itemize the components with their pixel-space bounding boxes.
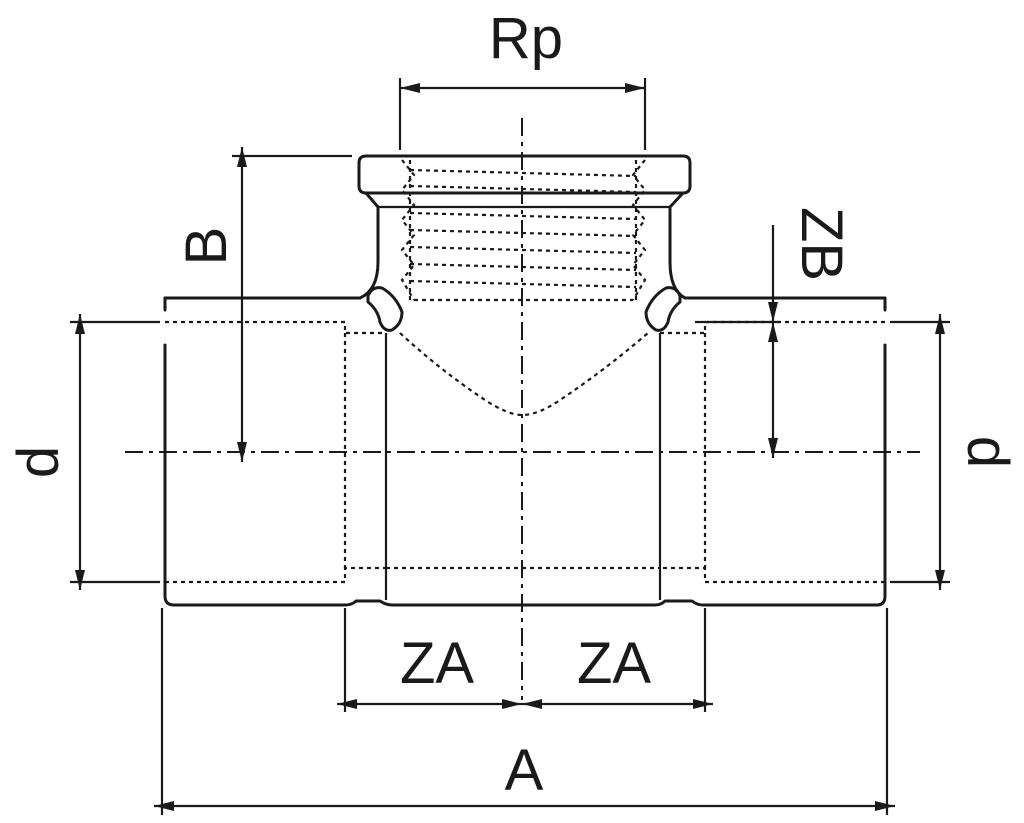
label-a: A <box>505 738 544 803</box>
branch-intersection-curve <box>399 332 649 417</box>
thread-3 <box>409 211 637 221</box>
thread-4 <box>409 228 637 238</box>
right-socket-hidden <box>660 320 885 335</box>
branch-wall-right <box>668 205 687 300</box>
branch-wall-left <box>358 205 380 300</box>
fillet-right <box>644 286 682 332</box>
thread-1 <box>409 168 637 178</box>
branch-collar <box>357 154 692 195</box>
thread-left-crest <box>400 159 416 301</box>
label-d-right: d <box>955 436 1020 468</box>
hidden-lines <box>165 159 885 584</box>
branch-body <box>357 154 692 332</box>
collar-chamfer-left <box>364 191 380 209</box>
label-rp: Rp <box>489 6 563 71</box>
thread-6 <box>409 262 637 272</box>
thread-right-crest <box>631 159 647 301</box>
label-za-right: ZA <box>577 631 651 696</box>
run-body <box>163 296 887 607</box>
thread-7 <box>409 279 637 289</box>
dimensions <box>70 78 950 815</box>
label-d-left: d <box>6 446 71 478</box>
label-b: B <box>174 227 239 266</box>
label-zb: ZB <box>789 207 854 281</box>
thread-5 <box>409 245 637 255</box>
thread-2 <box>409 184 637 194</box>
fillet-left <box>366 286 404 332</box>
collar-chamfer-right <box>668 191 685 209</box>
label-za-left: ZA <box>400 631 474 696</box>
center-lines <box>125 118 920 700</box>
left-socket-hidden <box>165 320 386 335</box>
dimension-labels: Rp B ZB d d ZA ZA A <box>6 6 1020 803</box>
right-socket-hidden-bottom <box>660 566 885 584</box>
left-socket-hidden-bottom <box>165 566 386 584</box>
run-bottom-outline <box>163 343 887 607</box>
